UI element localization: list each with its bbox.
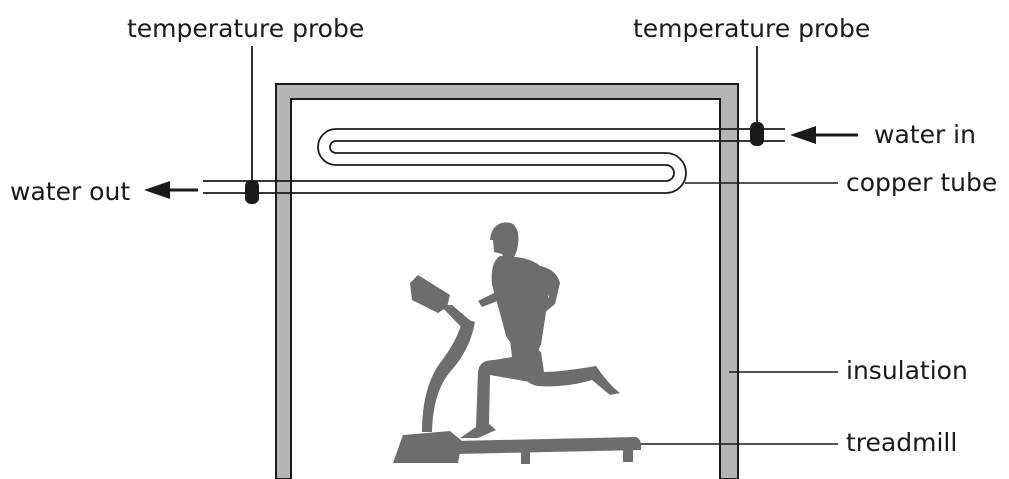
water-in-arrow — [790, 126, 858, 144]
water-out-label: water out — [10, 177, 131, 206]
leader-lines — [595, 182, 838, 445]
probe-right-label: temperature probe — [633, 14, 871, 43]
treadmill-silhouette — [393, 275, 642, 464]
probe-left-label: temperature probe — [127, 14, 365, 43]
insulated-chamber — [275, 83, 739, 479]
runner-silhouette — [460, 222, 620, 438]
treadmill-label: treadmill — [846, 428, 958, 457]
insulation-wall — [275, 83, 739, 479]
water-out-arrow — [144, 181, 198, 199]
probe-right-tip — [750, 122, 764, 146]
copper-tube — [203, 128, 785, 194]
copper-tube-inner-wall — [203, 140, 785, 194]
water-in-label: water in — [874, 120, 976, 149]
probe-left-tip — [245, 180, 259, 204]
insulation-label: insulation — [846, 356, 968, 385]
copper-tube-label: copper tube — [846, 168, 998, 197]
copper-tube-outer-wall — [203, 128, 785, 182]
temperature-probes — [245, 46, 764, 204]
